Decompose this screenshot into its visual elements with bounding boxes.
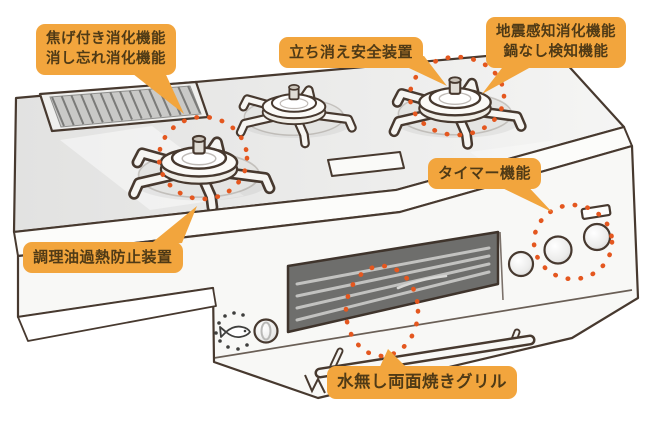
highlight-left-burner xyxy=(156,114,250,202)
control-knobs xyxy=(507,204,612,278)
label-earthquake-shutoff: 地震感知消化機能 鍋なし検知機能 xyxy=(486,17,626,68)
fish-icon xyxy=(214,311,251,351)
tail-scorch xyxy=(128,66,184,114)
tail-waterless-grill xyxy=(378,349,410,371)
label-flame-failure-line1: 立ち消え安全装置 xyxy=(289,44,414,61)
grill-door xyxy=(286,230,500,334)
label-timer-function: タイマー機能 xyxy=(428,158,542,189)
label-earthquake-line2: 鍋なし検知機能 xyxy=(503,44,609,61)
label-waterless-grill-line1: 水無し両面焼きグリル xyxy=(337,373,507,391)
tail-oil-overheat xyxy=(148,206,197,246)
label-flame-failure-device: 立ち消え安全装置 xyxy=(279,37,424,68)
label-scorch-line2: 消し忘れ消化機能 xyxy=(46,51,166,68)
label-scorch-line1: 焦げ付き消化機能 xyxy=(46,31,166,47)
tail-earthquake xyxy=(482,62,540,94)
grill-button xyxy=(253,318,279,344)
igniter-plate xyxy=(327,151,405,177)
highlight-grill xyxy=(343,263,421,359)
knob-center xyxy=(543,235,573,265)
label-oil-overheat-line1: 調理油過熱防止装置 xyxy=(33,249,173,266)
label-oil-overheat-prevention: 調理油過熱防止装置 xyxy=(23,242,183,273)
label-waterless-grill: 水無し両面焼きグリル xyxy=(327,366,517,400)
knob-right xyxy=(582,222,612,252)
label-scorch-shutoff: 焦げ付き消化機能 消し忘れ消化機能 xyxy=(36,24,176,75)
knob-left xyxy=(507,250,535,278)
highlight-right-burner xyxy=(407,54,507,138)
highlight-timer-knobs xyxy=(531,202,615,282)
label-timer-line1: タイマー機能 xyxy=(438,165,532,182)
label-earthquake-line1: 地震感知消化機能 xyxy=(496,24,616,40)
